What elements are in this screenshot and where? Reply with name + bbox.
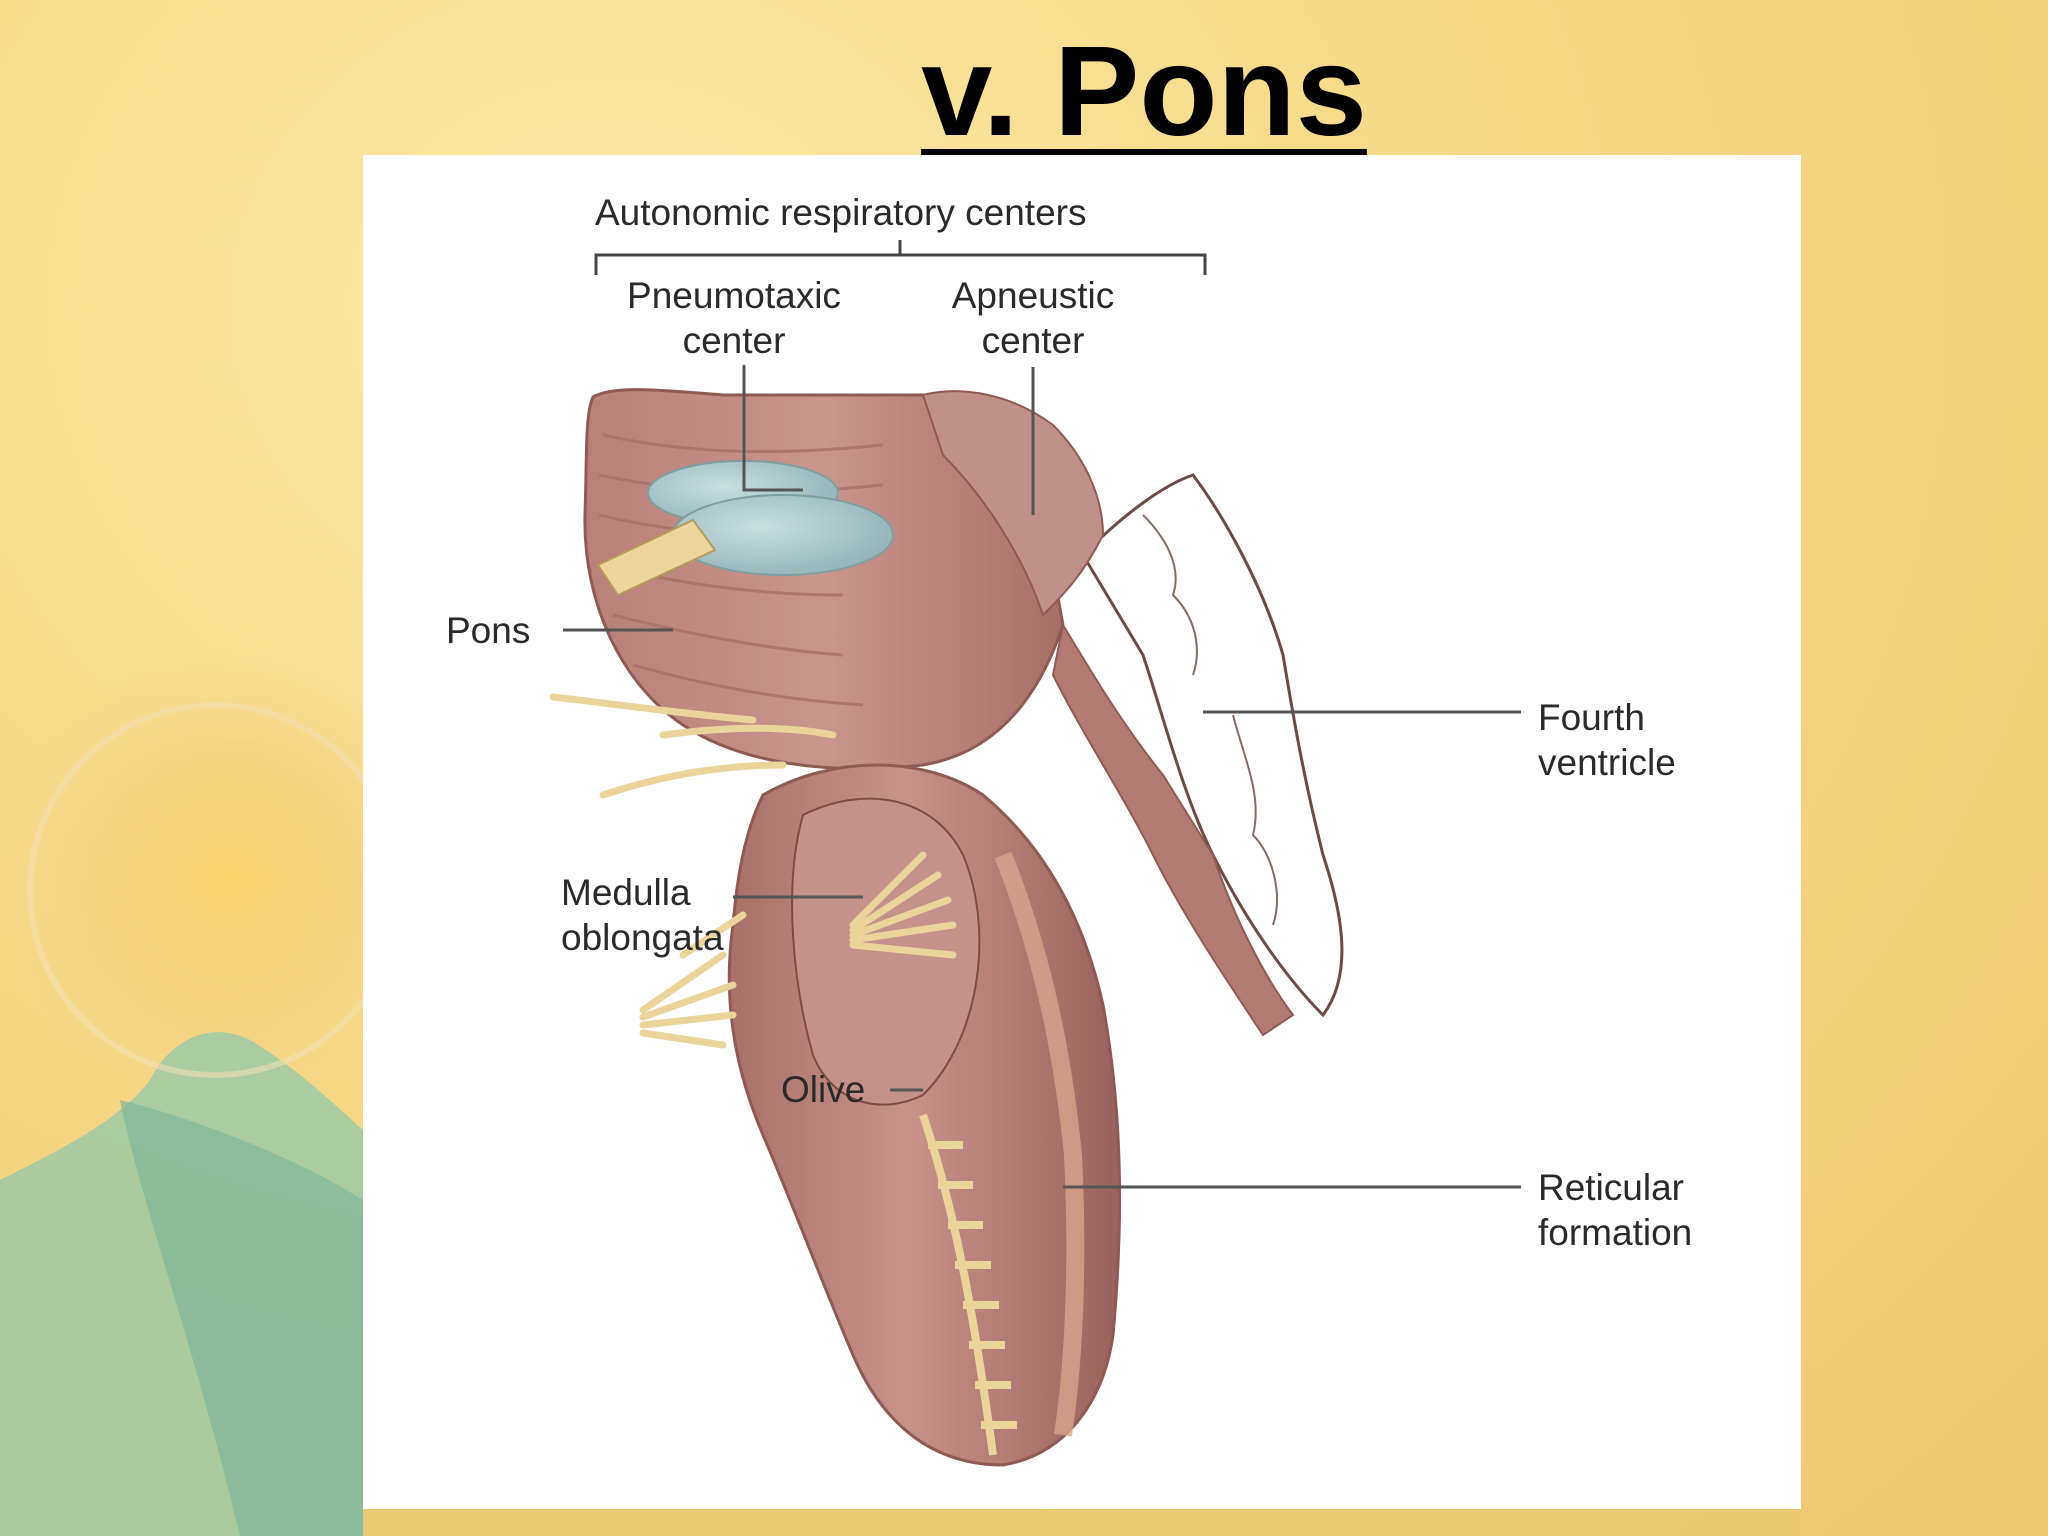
spinal-nerve-ladder	[919, 1113, 1017, 1456]
label-medulla-line2: oblongata	[561, 917, 724, 958]
label-apneustic-center: Apneustic center	[918, 273, 1148, 363]
label-autonomic-respiratory-centers: Autonomic respiratory centers	[595, 192, 1087, 233]
label-fourth-ventricle: Fourth ventricle	[1538, 695, 1676, 785]
autonomic-centers-bracket	[594, 240, 1207, 275]
background-bottom-band	[363, 1509, 1801, 1536]
label-pneumotaxic-line1: Pneumotaxic	[627, 275, 841, 316]
figure-panel: Autonomic respiratory centers Pneumotaxi…	[363, 155, 1801, 1509]
background-plant-shape	[120, 1100, 363, 1536]
label-medulla-line1: Medulla	[561, 872, 691, 913]
fourth-ventricle-region	[1081, 473, 1344, 1018]
label-reticular-line2: formation	[1538, 1212, 1693, 1253]
label-apneustic-line1: Apneustic	[951, 275, 1115, 316]
label-fourth-ventricle-line2: ventricle	[1538, 742, 1676, 783]
midbrain-cap	[921, 390, 1105, 617]
label-medulla-oblongata: Medulla oblongata	[561, 870, 724, 960]
fourth-ventricle-wall	[1051, 622, 1295, 1037]
label-pneumotaxic-line2: center	[682, 320, 786, 361]
label-reticular-formation: Reticular formation	[1538, 1165, 1692, 1255]
fourth-ventricle-choroid	[1142, 514, 1278, 926]
label-pneumotaxic-center: Pneumotaxic center	[609, 273, 859, 363]
background-glow	[0, 650, 460, 1110]
cranial-nerve-root	[596, 518, 717, 597]
label-fourth-ventricle-line1: Fourth	[1538, 697, 1645, 738]
apneustic-center	[672, 494, 894, 576]
label-reticular-line1: Reticular	[1538, 1167, 1684, 1208]
reticular-formation-stripe	[994, 851, 1085, 1437]
label-apneustic-line2: center	[981, 320, 1085, 361]
nerve-fibers	[549, 693, 957, 1049]
leader-lines	[563, 365, 1521, 1189]
label-olive: Olive	[781, 1069, 866, 1110]
slide-title: v. Pons	[921, 20, 1367, 163]
label-pons: Pons	[446, 610, 531, 651]
brainstem-illustration	[549, 240, 1521, 1467]
